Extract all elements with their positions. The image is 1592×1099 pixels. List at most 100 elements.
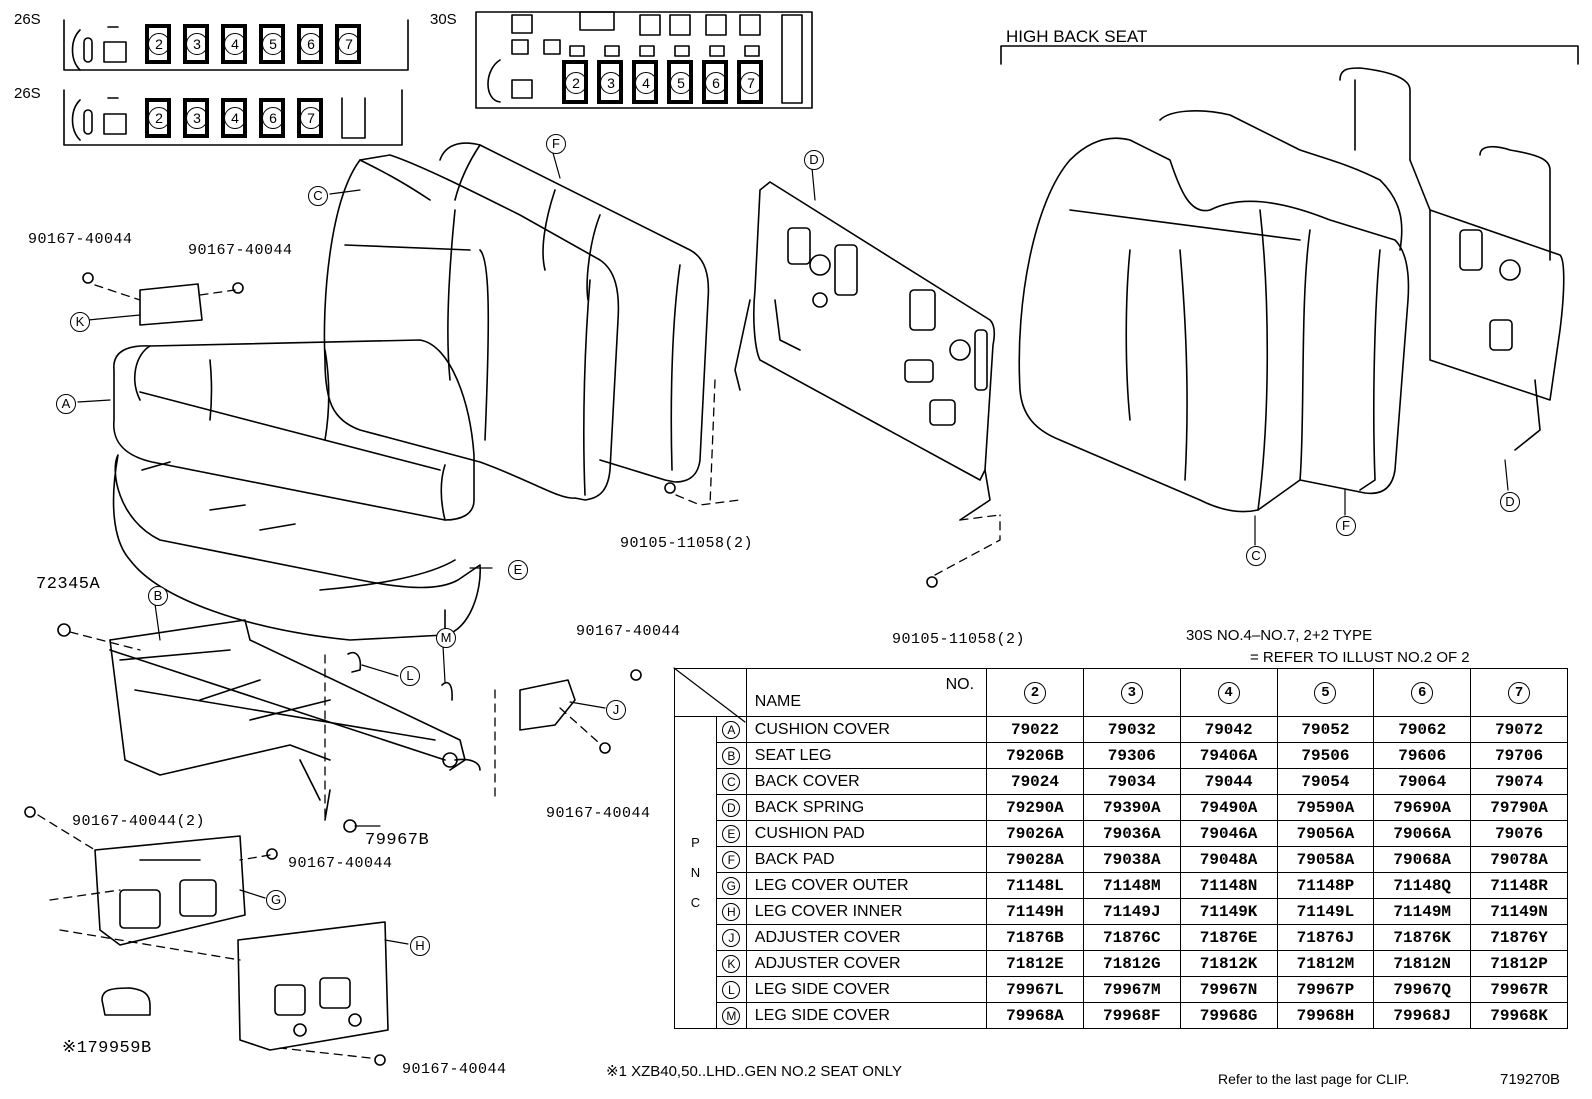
column-number: 7 (1508, 681, 1531, 704)
part-number-cell: 71812K (1179, 950, 1278, 977)
part-number-cell: 79066A (1373, 820, 1472, 847)
row-key-cell: J (715, 924, 747, 951)
seat-number: 2 (148, 33, 170, 55)
part-number-cell: 79967R (1470, 976, 1568, 1003)
seat-number: 3 (186, 107, 208, 129)
part-number-label: 90167-40044 (576, 623, 681, 640)
callout: F (546, 134, 566, 154)
part-number-cell: 79038A (1082, 846, 1181, 873)
part-number-label: 90167-40044 (402, 1061, 507, 1078)
part-number-cell: 71148M (1082, 872, 1181, 899)
column-header: 2 (986, 668, 1084, 717)
callout: D (1500, 492, 1520, 512)
part-number-label: 90167-40044 (546, 805, 651, 822)
leg-side-cover-l-drawing (347, 651, 362, 673)
part-number-label: 72345A (36, 575, 101, 594)
seat-number: 4 (635, 72, 657, 94)
part-number-cell: 79967M (1082, 976, 1181, 1003)
column-header: 4 (1179, 668, 1278, 717)
part-name-cell: ADJUSTER COVER (745, 924, 988, 951)
part-number-cell: 71876Y (1470, 924, 1568, 951)
part-number-cell: 71876K (1373, 924, 1472, 951)
part-number-label: ※179959B (62, 1039, 152, 1058)
row-key: E (722, 824, 741, 843)
part-name-cell: BACK COVER (745, 768, 988, 795)
part-number-cell: 79790A (1470, 794, 1568, 821)
part-number-label: 90167-40044 (288, 855, 393, 872)
part-number-cell: 79058A (1276, 846, 1375, 873)
part-number-cell: 79968A (986, 1002, 1084, 1029)
row-key-cell: L (715, 976, 747, 1003)
seat-config-label: 26S (14, 11, 41, 28)
table-header-row: NAME NO. 2 3 4 5 6 7 (674, 668, 1568, 717)
callout: M (436, 628, 456, 648)
row-key-cell: K (715, 950, 747, 977)
part-number-cell: 71876C (1082, 924, 1181, 951)
part-number-cell: 79967Q (1373, 976, 1472, 1003)
part-name-cell: LEG SIDE COVER (745, 1002, 988, 1029)
part-number-cell: 79026A (986, 820, 1084, 847)
part-number-cell: 79490A (1179, 794, 1278, 821)
back-spring-drawing (734, 181, 996, 521)
row-key-cell: A (715, 716, 747, 743)
part-number-cell: 79054 (1276, 768, 1375, 795)
part-number-cell: 71148L (986, 872, 1084, 899)
seat-config-label: 30S (430, 11, 457, 28)
part-number-cell: 79042 (1179, 716, 1278, 743)
part-number-cell: 71148N (1179, 872, 1278, 899)
row-key: D (722, 798, 741, 817)
part-name-cell: LEG COVER INNER (745, 898, 988, 925)
part-number-cell: 79052 (1276, 716, 1375, 743)
part-number-label: 90167-40044 (28, 231, 133, 248)
cushion-cover-drawing (112, 339, 475, 521)
part-name-cell: SEAT LEG (745, 742, 988, 769)
seat-config-26s-b (63, 89, 403, 146)
row-key-cell: M (715, 1002, 747, 1029)
part-number-cell: 79706 (1470, 742, 1568, 769)
high-back-pad-drawing (1159, 110, 1403, 491)
row-key-cell: H (715, 898, 747, 925)
row-key: G (722, 876, 741, 895)
part-number-cell: 79068A (1373, 846, 1472, 873)
part-number-cell: 71148R (1470, 872, 1568, 899)
cushion-pad-drawing (112, 454, 481, 641)
callout: J (606, 700, 626, 720)
row-key: H (722, 902, 741, 921)
part-number-cell: 71149M (1373, 898, 1472, 925)
column-number: 5 (1314, 681, 1337, 704)
pnc-side-label: P N C (674, 716, 717, 1029)
part-number-cell: 71876E (1179, 924, 1278, 951)
back-cover-drawing (323, 154, 620, 501)
figure-id: 719270B (1500, 1071, 1561, 1088)
part-number-cell: 79290A (986, 794, 1084, 821)
type-note: 30S NO.4–NO.7, 2+2 TYPE (1186, 627, 1373, 644)
high-back-spring-drawing (1339, 67, 1565, 451)
table-name-header: NAME NO. (745, 668, 988, 717)
part-number-cell: 79390A (1082, 794, 1181, 821)
dashed-leaders (37, 284, 1001, 1059)
part-number-cell: 79968K (1470, 1002, 1568, 1029)
footnote: ※1 XZB40,50..LHD..GEN NO.2 SEAT ONLY (606, 1063, 903, 1080)
column-header: 7 (1470, 668, 1568, 717)
callout: L (400, 666, 420, 686)
part-number-cell: 71149K (1179, 898, 1278, 925)
part-number-label: 90167-40044(2) (72, 813, 206, 830)
part-name-cell: BACK SPRING (745, 794, 988, 821)
seat-leg-drawing (109, 619, 481, 821)
adjuster-cover-j-drawing (519, 679, 576, 731)
part-number-label: 90105-11058(2) (892, 631, 1026, 648)
callout: H (410, 936, 430, 956)
part-number-cell: 79690A (1373, 794, 1472, 821)
part-number-label: 79967B (365, 831, 430, 850)
adjuster-cover-k-drawing (139, 283, 203, 326)
high-back-seat-bracket (1000, 45, 1579, 65)
callout: E (508, 560, 528, 580)
